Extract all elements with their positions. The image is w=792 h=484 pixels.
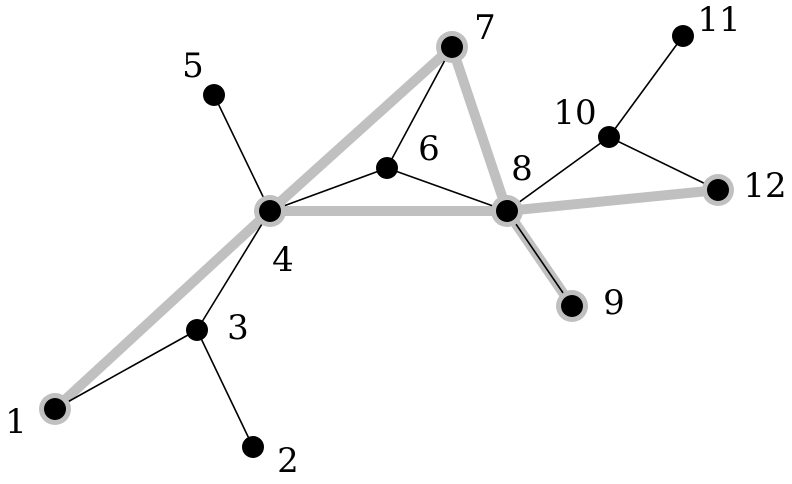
node-label-4: 4	[272, 240, 294, 280]
edge-3-4	[196, 210, 271, 331]
node-label-12: 12	[743, 166, 786, 206]
edge-6-8	[386, 167, 508, 212]
edge-10-11	[608, 35, 684, 138]
node-5	[203, 84, 225, 106]
edge-6-7	[386, 46, 453, 169]
node-3	[186, 319, 208, 341]
node-8	[496, 200, 518, 222]
edges	[54, 35, 719, 448]
edge-1-3	[54, 329, 198, 410]
nodes	[44, 25, 729, 458]
highlighted-edge-1-4	[50, 206, 275, 414]
highlighted-edge-8-12	[502, 185, 723, 216]
edge-10-12	[608, 136, 719, 191]
node-label-7: 7	[474, 8, 496, 48]
node-2	[242, 436, 264, 458]
node-label-8: 8	[511, 149, 533, 189]
node-12	[707, 179, 729, 201]
node-highlights	[39, 31, 734, 425]
node-label-10: 10	[553, 93, 596, 133]
node-6	[376, 157, 398, 179]
highlighted-edges	[50, 42, 723, 414]
node-1	[44, 398, 66, 420]
highlighted-edge-7-8	[447, 42, 512, 216]
edge-4-5	[213, 94, 271, 212]
edge-8-9	[506, 210, 573, 307]
node-7	[441, 36, 463, 58]
node-label-5: 5	[182, 46, 204, 86]
node-label-9: 9	[603, 283, 625, 323]
node-label-11: 11	[697, 0, 740, 40]
node-label-3: 3	[227, 308, 249, 348]
highlighted-edge-4-7	[265, 42, 457, 216]
edge-4-6	[269, 167, 388, 212]
node-label-1: 1	[5, 402, 27, 442]
node-11	[672, 25, 694, 47]
node-9	[561, 295, 583, 317]
edge-3-2	[196, 329, 254, 448]
node-label-2: 2	[277, 441, 299, 481]
node-10	[598, 126, 620, 148]
edge-8-10	[506, 136, 610, 212]
node-label-6: 6	[418, 129, 440, 169]
node-4	[259, 200, 281, 222]
